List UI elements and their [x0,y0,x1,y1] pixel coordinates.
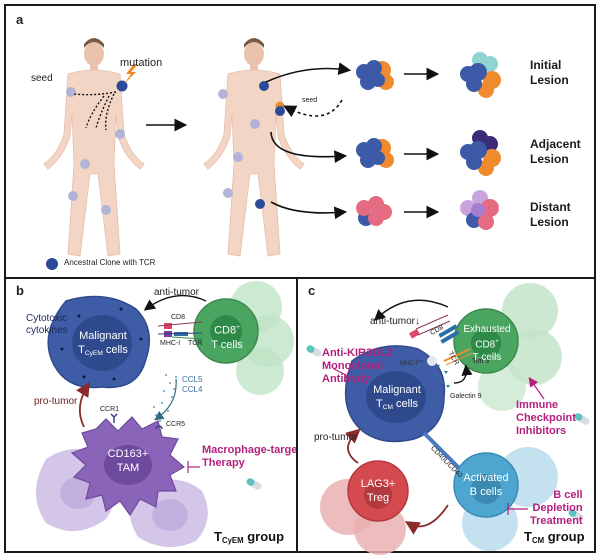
human-figure-left [43,38,145,257]
panel-letter-c: c [308,283,316,298]
tcm-group-label: TCM group [524,529,585,545]
panel-c-illustration [306,283,590,555]
panel-b-illustration [36,281,294,548]
cd8-t-cell-label: CD8+ T cells [211,324,243,351]
tumor-cluster-adjacent-late [460,130,501,176]
ccr1-label: CCR1 [100,406,120,413]
tcyem-group-label: TCyEM group [214,529,285,545]
legend-text: Ancestral Clone with TCR [64,258,156,267]
mutation-lightning-icon [124,64,138,84]
tumor-cluster-distant-late [460,190,499,230]
antibody-capsule-icon [306,345,322,357]
pro-tumor-label: pro-tumor [34,396,78,407]
seed-return-label: seed [302,97,318,104]
tumor-cluster-initial-early [356,60,394,90]
pro-tumor-label: pro-tumor [314,432,358,443]
ccl5-label: CCL5 [182,375,203,384]
lag3-treg-label: LAG3+Treg [360,478,396,504]
human-figure-right [203,38,305,257]
mhc-i-label: MHC-I [160,340,181,347]
tumor-cluster-adjacent-early [356,138,394,168]
malignant-tcm-label: Malignant TCM cells [373,384,421,411]
tumor-cluster-distant-early [356,196,392,226]
cd8-receptor-label: CD8 [171,314,186,321]
anti-tumor-label: anti-tumor [154,287,200,298]
ccl4-label: CCL4 [182,385,203,394]
mhc-i-low-label: MHC-Ilow [400,359,423,367]
panel-a-illustration [43,38,501,270]
mutation-label: mutation [120,57,163,69]
malignant-tcyem-label: Malignant TCyEM cells [78,330,128,357]
galectin9-label: Galectin 9 [450,393,482,400]
anti-tumor-label: anti-tumor↓ [370,316,421,327]
tcr-label: TCR [188,340,203,347]
depletion-capsule-icon [568,509,584,521]
checkpoint-capsule-icon [574,413,590,425]
drug-capsule-icon [246,478,262,490]
seed-label: seed [31,73,53,84]
tumor-cluster-initial-late [460,52,501,98]
panel-letter-a: a [16,12,24,27]
exhausted-cd8-label: Exhausted CD8+ T cells [463,324,511,364]
ccr5-label: CCR5 [166,421,186,428]
ancestral-clone-legend-icon [46,258,58,270]
tim3-label: Tim 3 [472,358,490,365]
cd163-tam-label: CD163+TAM [107,448,149,474]
panel-letter-b: b [16,283,24,298]
